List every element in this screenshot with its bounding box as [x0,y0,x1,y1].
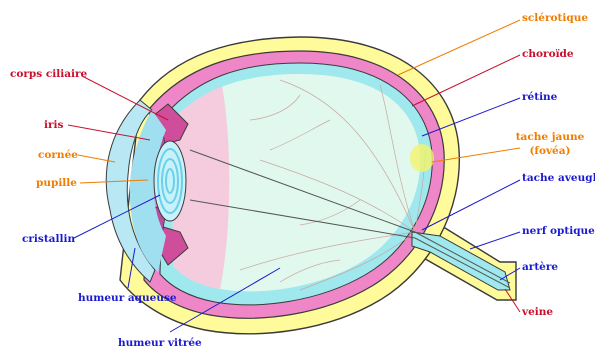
label-corps-ciliaire: corps ciliaire [10,68,87,80]
label-tache-aveugle: tache aveugle [522,172,595,184]
label-fovea: (fovéa) [514,145,586,157]
label-cornee: cornée [38,149,78,161]
label-artere: artère [522,261,558,273]
label-retine: rétine [522,91,557,103]
label-nerf-optique: nerf optique [522,225,595,237]
label-iris: iris [44,119,63,131]
label-humeur-aqueuse: humeur aqueuse [78,292,177,304]
label-cristallin: cristallin [22,233,75,245]
label-sclerotique: sclérotique [522,12,588,24]
label-humeur-vitree: humeur vitrée [118,337,202,349]
label-veine: veine [522,306,553,318]
lens [154,141,186,221]
label-pupille: pupille [36,177,77,189]
label-choroide: choroïde [522,48,574,60]
fovea-spot [410,144,434,172]
label-tache-jaune: tache jaune [514,131,586,143]
